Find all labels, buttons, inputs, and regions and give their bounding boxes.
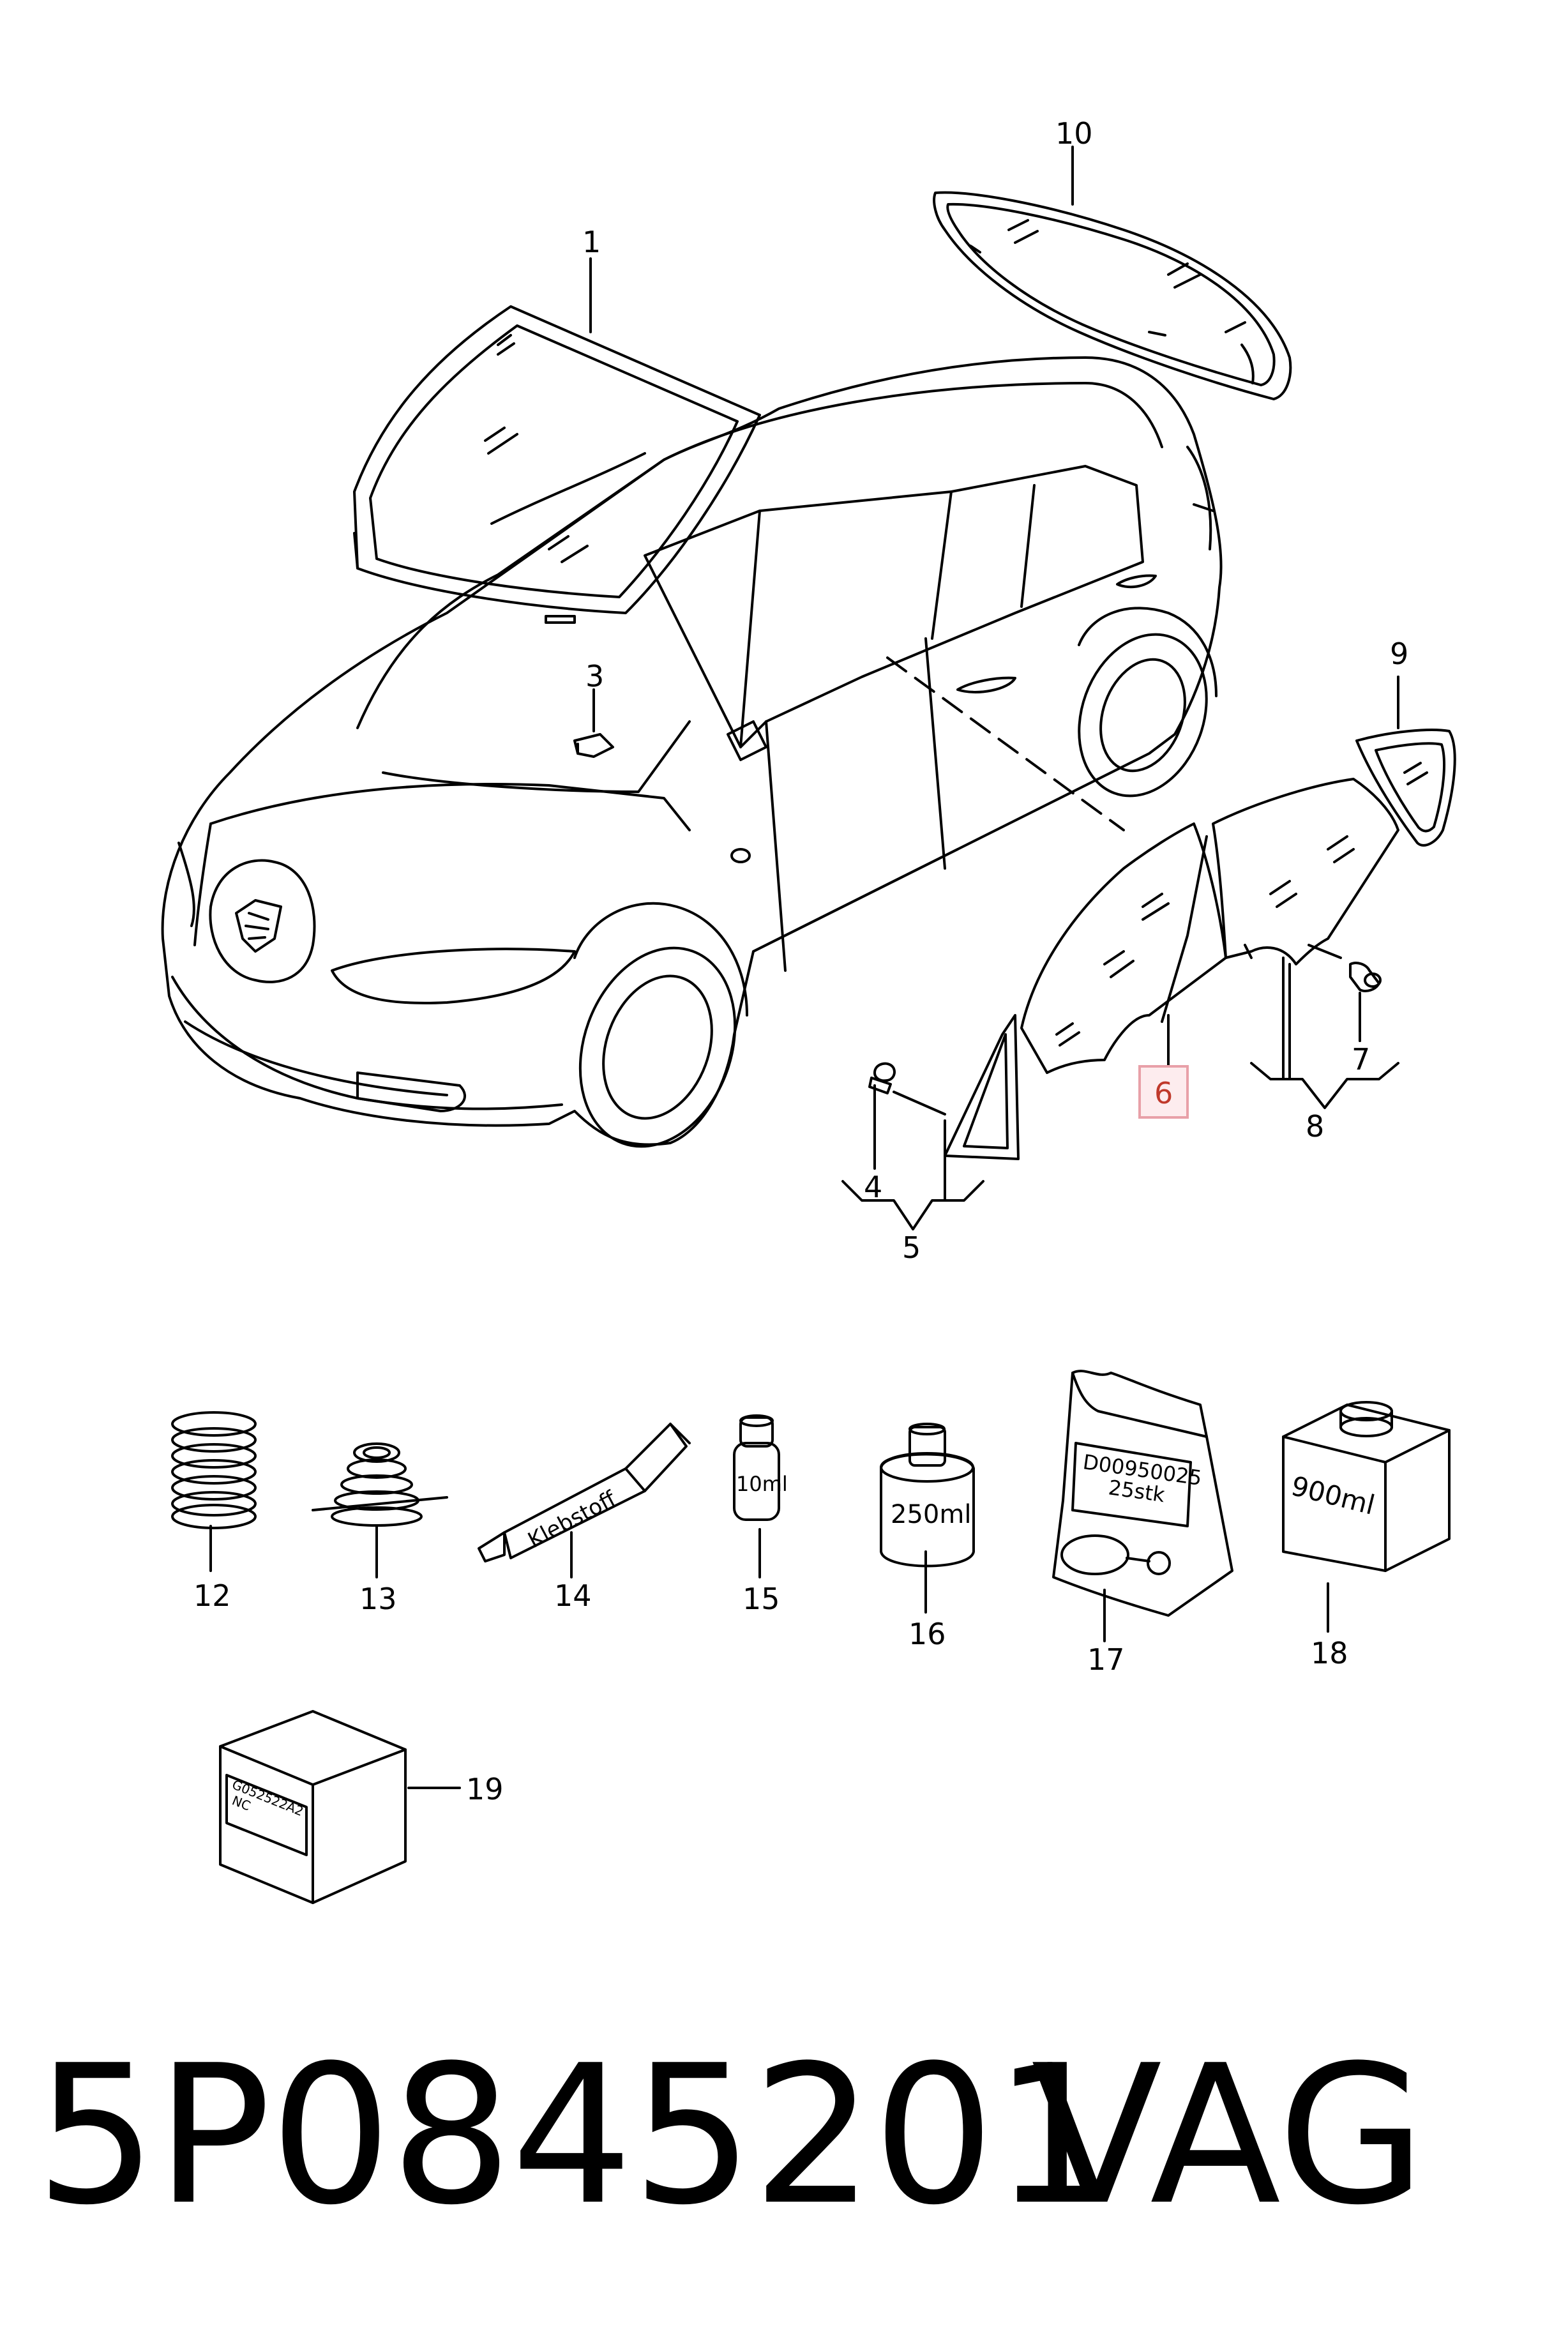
footer: 5P0845201 VAG xyxy=(35,2021,1542,2251)
rear-window-part xyxy=(933,191,1292,400)
rear-quarter-glass-part xyxy=(1355,676,1456,847)
callout-3: 3 xyxy=(585,659,604,693)
callout-12: 12 xyxy=(193,1578,231,1613)
jug-label: 900ml xyxy=(1288,1470,1378,1521)
callout-6: 6 xyxy=(1154,1076,1173,1110)
bottle-label: 250ml xyxy=(891,1500,971,1529)
adhesive-tube-part xyxy=(478,1423,691,1562)
jug-part xyxy=(1282,1401,1451,1572)
callout-14: 14 xyxy=(554,1578,592,1613)
callout-8: 8 xyxy=(1306,1109,1324,1144)
callout-9: 9 xyxy=(1390,637,1408,671)
callout-numbers: 1 10 3 9 7 8 4 5 6 12 13 14 15 16 17 18 … xyxy=(193,116,1408,1806)
callout-15: 15 xyxy=(743,1582,780,1616)
leader-lines xyxy=(209,146,1399,1789)
callout-19: 19 xyxy=(466,1772,504,1806)
callout-6-highlight xyxy=(1138,1065,1189,1119)
windshield-part xyxy=(353,305,761,624)
bottle-part xyxy=(880,1423,975,1568)
callout-7: 7 xyxy=(1352,1042,1370,1077)
callout-1: 1 xyxy=(582,225,601,259)
door-glass-part xyxy=(1020,822,1227,1087)
box-part xyxy=(219,1710,407,1904)
callout-4: 4 xyxy=(864,1170,882,1204)
callout-16: 16 xyxy=(908,1617,946,1651)
part-number: 5P0845201 xyxy=(35,2024,1115,2247)
callout-18: 18 xyxy=(1311,1636,1348,1670)
small-vial-part xyxy=(733,1414,780,1521)
callout-13: 13 xyxy=(359,1582,397,1616)
cone-spacer-part xyxy=(312,1442,448,1527)
callout-17: 17 xyxy=(1087,1642,1125,1677)
callout-10: 10 xyxy=(1055,116,1093,151)
product-labels: Klebstoff 10ml 250ml D00950025 25stk 900… xyxy=(230,1449,1378,1819)
car-illustration xyxy=(161,356,1223,1148)
vial-label: 10ml xyxy=(736,1472,788,1496)
bag-part xyxy=(1052,1370,1233,1617)
spring-spacer-part xyxy=(171,1411,257,1529)
callout-5: 5 xyxy=(902,1230,921,1265)
rear-door-glass-part xyxy=(1212,778,1399,1080)
brand-name: VAG xyxy=(1031,2024,1426,2247)
sensor-part xyxy=(573,733,614,758)
